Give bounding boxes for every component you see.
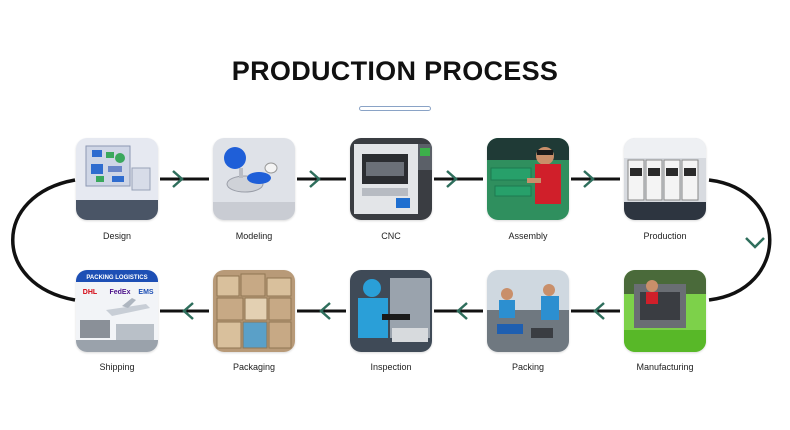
design-image <box>76 138 158 220</box>
modeling-image <box>213 138 295 220</box>
assembly-image <box>487 138 569 220</box>
step-label-shipping: Shipping <box>99 362 135 372</box>
carrier-fedex: FedEx <box>109 289 130 296</box>
step-label-modeling: Modeling <box>235 231 273 241</box>
title-underline <box>359 106 431 111</box>
page-title: PRODUCTION PROCESS <box>231 56 559 86</box>
arrow-packaging-to-shipping <box>160 302 209 320</box>
manufacturing-image <box>624 270 706 352</box>
step-label-assembly: Assembly <box>508 231 548 241</box>
cnc-image <box>350 138 432 220</box>
arrow-inspection-to-packaging <box>297 302 346 320</box>
packing-image <box>487 270 569 352</box>
step-label-manufacturing: Manufacturing <box>636 362 694 372</box>
loop-arrowhead-right <box>745 237 765 249</box>
step-label-packaging: Packaging <box>232 362 276 372</box>
carrier-dhl: DHL <box>83 289 98 296</box>
step-label-packing: Packing <box>511 362 545 372</box>
arrow-design-to-modeling <box>160 170 209 188</box>
carrier-ems: EMS <box>138 289 154 296</box>
step-label-design: Design <box>102 231 131 241</box>
arrow-assembly-to-production <box>571 170 620 188</box>
shipping-image: PACKING LOGISTICS DHL FedEx EMS <box>76 270 158 352</box>
arrow-packing-to-inspection <box>434 302 483 320</box>
production-image <box>624 138 706 220</box>
step-label-production: Production <box>643 231 687 241</box>
shipping-banner-text: PACKING LOGISTICS <box>86 275 147 281</box>
inspection-image <box>350 270 432 352</box>
packaging-image <box>213 270 295 352</box>
step-label-cnc: CNC <box>381 231 401 241</box>
arrow-modeling-to-cnc <box>297 170 346 188</box>
arrow-manufacturing-to-packing <box>571 302 620 320</box>
step-label-inspection: Inspection <box>370 362 412 372</box>
arrow-cnc-to-assembly <box>434 170 483 188</box>
